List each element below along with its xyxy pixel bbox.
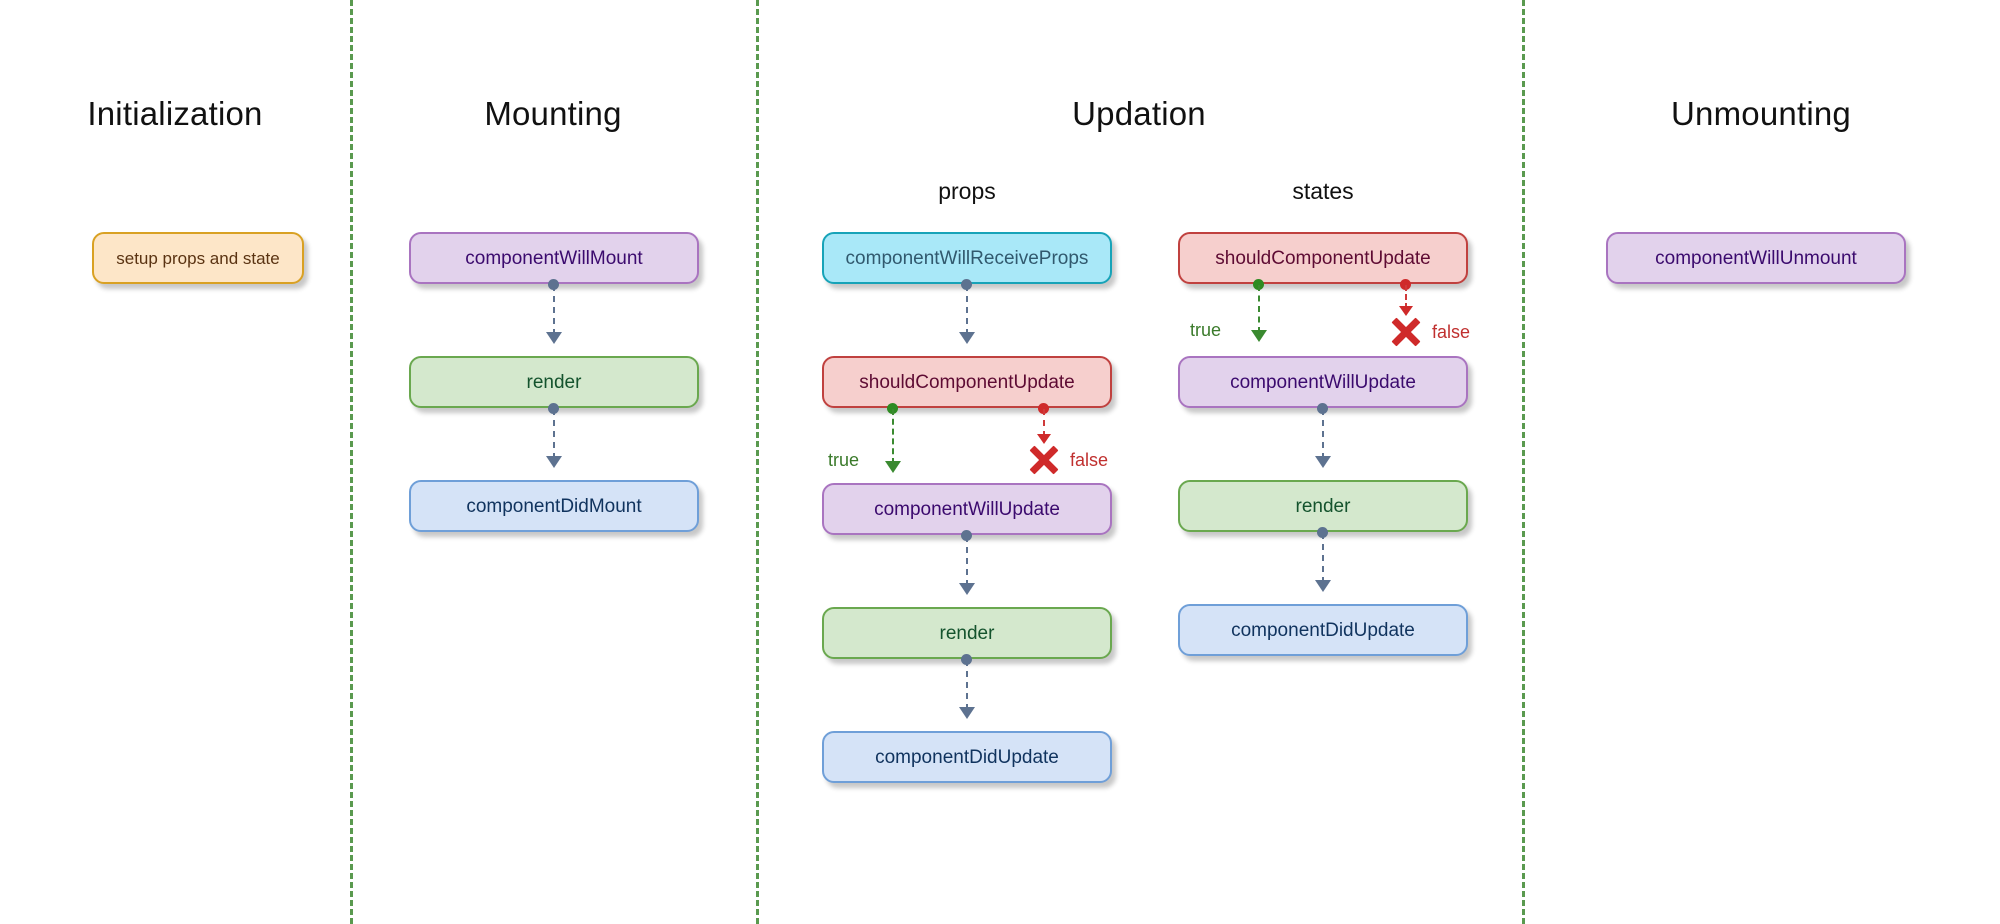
connector-line-props-3 bbox=[966, 660, 968, 710]
connector-arrow-props-3 bbox=[959, 707, 975, 719]
connector-line-mount-1 bbox=[553, 285, 555, 335]
connector-dot-states-1 bbox=[1317, 403, 1328, 414]
node-props-render[interactable]: render bbox=[822, 607, 1112, 659]
branch-line-props-true bbox=[892, 409, 894, 464]
node-states-render[interactable]: render bbox=[1178, 480, 1468, 532]
branch-label-states-true: true bbox=[1190, 320, 1222, 340]
connector-line-props-2 bbox=[966, 536, 968, 586]
connector-dot-mount-2 bbox=[548, 403, 559, 414]
branch-label-props-false: false bbox=[1070, 450, 1109, 470]
node-props-component-will-update[interactable]: componentWillUpdate bbox=[822, 483, 1112, 535]
terminator-x-icon-states bbox=[1389, 315, 1423, 349]
subsection-title-states: states bbox=[1292, 178, 1354, 204]
connector-dot-states-2 bbox=[1317, 527, 1328, 538]
branch-arrow-states-false bbox=[1399, 306, 1413, 316]
section-title-unmounting: Unmounting bbox=[1671, 95, 1851, 132]
section-divider-2 bbox=[756, 0, 759, 924]
section-title-mounting: Mounting bbox=[484, 95, 622, 132]
connector-dot-props-2 bbox=[961, 530, 972, 541]
node-props-component-did-update[interactable]: componentDidUpdate bbox=[822, 731, 1112, 783]
connector-arrow-mount-2 bbox=[546, 456, 562, 468]
branch-dot-states-false bbox=[1400, 279, 1411, 290]
section-divider-1 bbox=[350, 0, 353, 924]
connector-line-mount-2 bbox=[553, 409, 555, 459]
node-component-did-mount[interactable]: componentDidMount bbox=[409, 480, 699, 532]
branch-line-props-false bbox=[1043, 409, 1045, 437]
connector-line-states-1 bbox=[1322, 409, 1324, 459]
node-states-component-did-update[interactable]: componentDidUpdate bbox=[1178, 604, 1468, 656]
connector-arrow-mount-1 bbox=[546, 332, 562, 344]
terminator-x-icon-props bbox=[1027, 443, 1061, 477]
branch-label-props-true: true bbox=[828, 450, 860, 470]
subsection-title-props: props bbox=[938, 178, 996, 204]
branch-label-states-false: false bbox=[1432, 322, 1471, 342]
connector-dot-mount-1 bbox=[548, 279, 559, 290]
branch-arrow-states-true bbox=[1251, 330, 1267, 342]
node-props-should-component-update[interactable]: shouldComponentUpdate bbox=[822, 356, 1112, 408]
connector-arrow-states-2 bbox=[1315, 580, 1331, 592]
connector-dot-props-3 bbox=[961, 654, 972, 665]
node-component-will-unmount[interactable]: componentWillUnmount bbox=[1606, 232, 1906, 284]
section-divider-3 bbox=[1522, 0, 1525, 924]
connector-line-props-1 bbox=[966, 285, 968, 335]
section-title-initialization: Initialization bbox=[87, 95, 263, 132]
node-component-will-mount[interactable]: componentWillMount bbox=[409, 232, 699, 284]
branch-dot-states-true bbox=[1253, 279, 1264, 290]
branch-dot-props-false bbox=[1038, 403, 1049, 414]
node-states-should-component-update[interactable]: shouldComponentUpdate bbox=[1178, 232, 1468, 284]
branch-line-states-false bbox=[1405, 285, 1407, 309]
branch-arrow-props-false bbox=[1037, 434, 1051, 444]
connector-arrow-props-1 bbox=[959, 332, 975, 344]
node-setup-props-and-state[interactable]: setup props and state bbox=[92, 232, 304, 284]
node-states-component-will-update[interactable]: componentWillUpdate bbox=[1178, 356, 1468, 408]
branch-dot-props-true bbox=[887, 403, 898, 414]
branch-line-states-true bbox=[1258, 285, 1260, 333]
node-component-will-receive-props[interactable]: componentWillReceiveProps bbox=[822, 232, 1112, 284]
connector-arrow-props-2 bbox=[959, 583, 975, 595]
node-mount-render[interactable]: render bbox=[409, 356, 699, 408]
connector-line-states-2 bbox=[1322, 533, 1324, 583]
connector-arrow-states-1 bbox=[1315, 456, 1331, 468]
branch-arrow-props-true bbox=[885, 461, 901, 473]
connector-dot-props-1 bbox=[961, 279, 972, 290]
section-title-updation: Updation bbox=[1072, 95, 1206, 132]
